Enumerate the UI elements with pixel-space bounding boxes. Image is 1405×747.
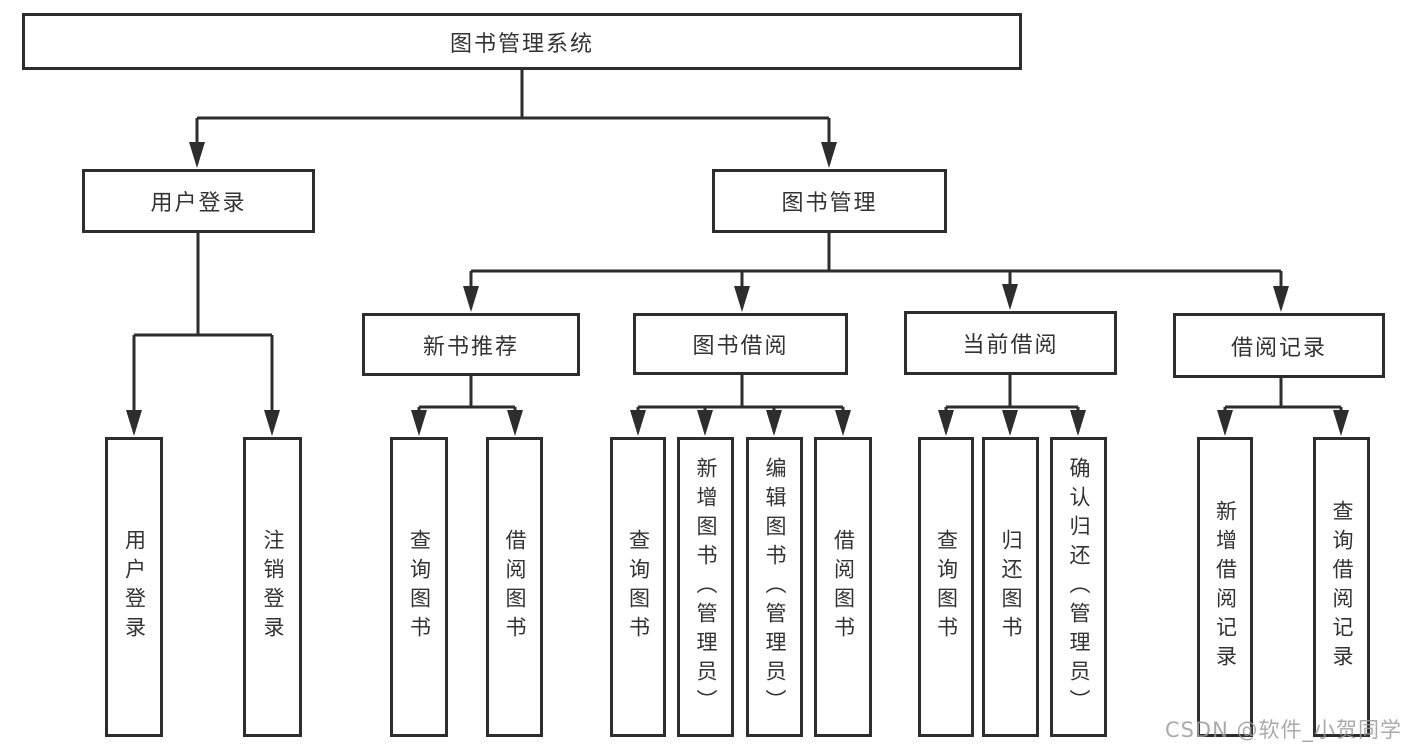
leaf-borrow-books-1-label: 借阅图书 [503,529,527,645]
node-borrow-records: 借阅记录 [1173,313,1385,378]
leaf-add-book-admin-label: 新增图书（管理员） [694,456,718,718]
leaf-return-book: 归还图书 [982,437,1039,737]
arrow-heads [126,142,1349,436]
node-new-book-recommend: 新书推荐 [362,313,580,376]
node-root-label: 图书管理系统 [449,31,594,57]
leaf-confirm-return-admin: 确认归还（管理员） [1050,437,1107,737]
node-current-borrow: 当前借阅 [904,311,1117,375]
leaf-query-books-3-label: 查询图书 [934,529,959,645]
node-root: 图书管理系统 [22,13,1022,70]
leaf-query-books-3: 查询图书 [918,437,974,737]
leaf-borrow-books-2-label: 借阅图书 [831,529,856,645]
connector-path [132,70,1343,432]
leaf-query-borrow-record: 查询借阅记录 [1313,437,1370,737]
leaf-add-book-admin: 新增图书（管理员） [677,437,734,737]
node-current-borrow-label: 当前借阅 [962,333,1059,358]
leaf-confirm-return-admin-label: 确认归还（管理员） [1067,456,1091,718]
leaf-logout: 注销登录 [243,437,302,737]
node-book-borrow-label: 图书借阅 [692,334,789,359]
leaf-edit-book-admin: 编辑图书（管理员） [746,437,803,737]
leaf-add-borrow-record-label: 新增借阅记录 [1213,500,1238,674]
node-book-management-label: 图书管理 [781,191,878,216]
node-user-login-label: 用户登录 [150,191,247,216]
leaf-query-books-2-label: 查询图书 [626,529,651,645]
leaf-query-books-1: 查询图书 [390,437,448,737]
node-borrow-records-label: 借阅记录 [1230,335,1327,361]
leaf-add-borrow-record: 新增借阅记录 [1197,437,1253,737]
leaf-user-login-label: 用户登录 [122,529,147,645]
node-book-management: 图书管理 [712,169,947,233]
leaf-logout-label: 注销登录 [261,529,285,645]
leaf-query-borrow-record-label: 查询借阅记录 [1330,500,1354,674]
leaf-user-login: 用户登录 [105,437,163,737]
leaf-edit-book-admin-label: 编辑图书（管理员） [763,456,787,718]
leaf-borrow-books-1: 借阅图书 [486,437,543,737]
leaf-borrow-books-2: 借阅图书 [814,437,872,737]
watermark: CSDN @软件_小贺同学 [1164,718,1402,742]
node-new-book-recommend-label: 新书推荐 [422,334,519,360]
leaf-query-books-2: 查询图书 [610,437,666,737]
node-user-login: 用户登录 [82,169,315,233]
leaf-return-book-label: 归还图书 [999,529,1023,645]
leaf-query-books-1-label: 查询图书 [407,529,432,645]
node-book-borrow: 图书借阅 [633,313,848,375]
